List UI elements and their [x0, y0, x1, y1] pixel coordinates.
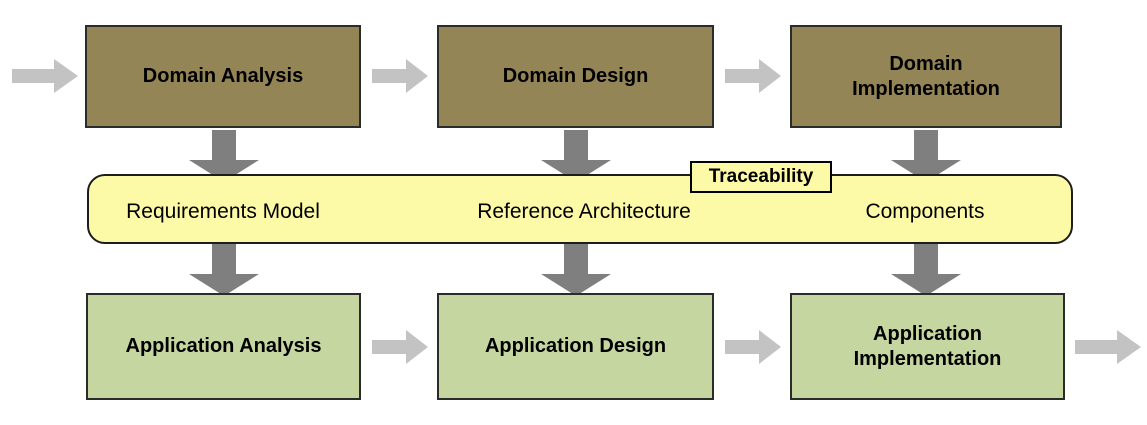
domain-design-box[interactable]: Domain Design: [437, 25, 714, 128]
traceability-label: Traceability: [708, 166, 814, 187]
asset-requirements-model-label: Requirements Model: [126, 200, 320, 223]
application-implementation-label-line1: Application: [873, 323, 982, 346]
application-design-to-implementation-arrow-icon: [725, 329, 781, 365]
asset-reference-architecture-label: Reference Architecture: [477, 200, 691, 223]
domain-design-to-implementation-arrow-icon: [725, 58, 781, 94]
domain-implementation-label-line2: Implementation: [852, 77, 1000, 100]
asset-components-label: Components: [865, 200, 985, 223]
domain-analysis-to-design-arrow-icon: [372, 58, 428, 94]
application-implementation-label: Application Implementation: [854, 322, 1002, 371]
exit-arrow-icon: [1075, 329, 1141, 365]
entry-arrow-icon: [12, 58, 78, 94]
domain-design-label: Domain Design: [502, 65, 649, 88]
components-to-application-implementation-arrow-icon: [890, 244, 962, 296]
application-analysis-label: Application Analysis: [125, 335, 322, 358]
application-design-box[interactable]: Application Design: [437, 293, 714, 400]
domain-analysis-box[interactable]: Domain Analysis: [85, 25, 361, 128]
domain-analysis-to-requirements-arrow-icon: [188, 130, 260, 182]
traceability-box[interactable]: Traceability: [690, 161, 832, 193]
application-analysis-box[interactable]: Application Analysis: [86, 293, 361, 400]
domain-design-to-architecture-arrow-icon: [540, 130, 612, 182]
application-implementation-label-line2: Implementation: [853, 347, 1002, 370]
domain-implementation-label: Domain Implementation: [852, 52, 1000, 101]
requirements-to-application-analysis-arrow-icon: [188, 244, 260, 296]
domain-implementation-to-components-arrow-icon: [890, 130, 962, 182]
application-analysis-to-design-arrow-icon: [372, 329, 428, 365]
application-design-label: Application Design: [484, 335, 667, 358]
domain-analysis-label: Domain Analysis: [142, 65, 304, 88]
application-implementation-box[interactable]: Application Implementation: [790, 293, 1065, 400]
domain-implementation-box[interactable]: Domain Implementation: [790, 25, 1062, 128]
asset-band: [87, 174, 1073, 244]
domain-implementation-label-line1: Domain: [889, 53, 963, 76]
architecture-to-application-design-arrow-icon: [540, 244, 612, 296]
